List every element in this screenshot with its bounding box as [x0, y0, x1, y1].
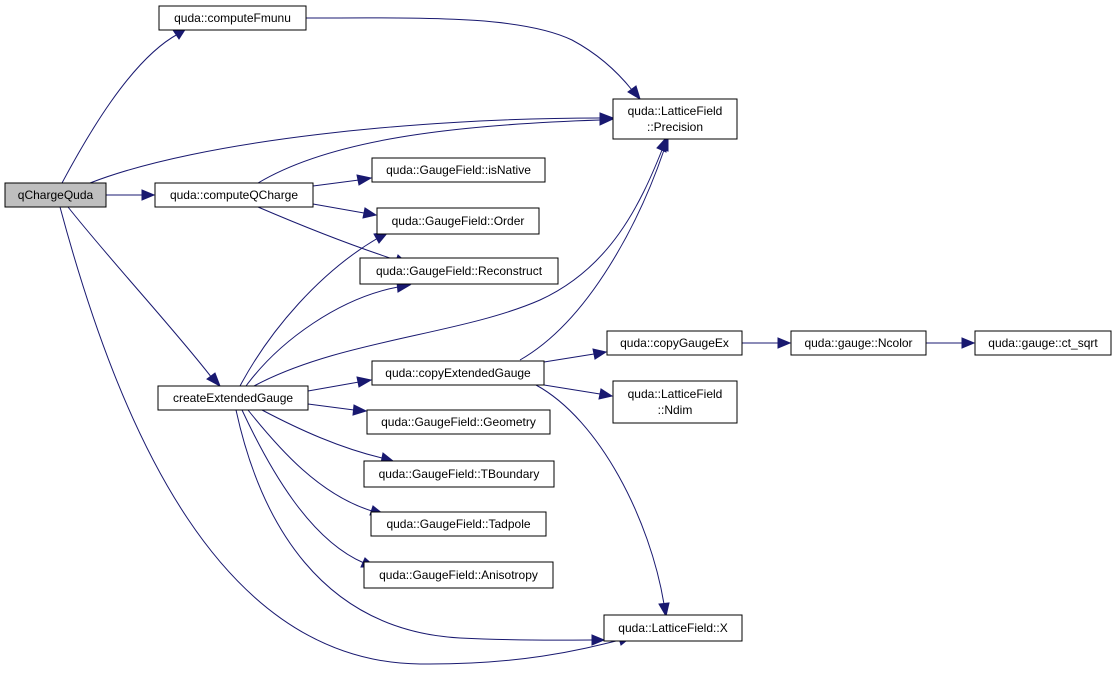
- node-latticefield-x[interactable]: quda::LatticeField::X: [603, 614, 743, 642]
- node-computefmunu[interactable]: quda::computeFmunu: [158, 5, 307, 31]
- node-copygaugeex-label: quda::copyGaugeEx: [620, 336, 729, 350]
- node-gaugefield-tadpole-label: quda::GaugeField::Tadpole: [386, 517, 530, 531]
- node-gaugefield-geometry[interactable]: quda::GaugeField::Geometry: [366, 409, 551, 435]
- node-latticefield-precision-label-1: quda::LatticeField: [628, 104, 723, 118]
- node-gauge-ctsqrt[interactable]: quda::gauge::ct_sqrt: [974, 330, 1112, 356]
- node-gaugefield-anisotropy[interactable]: quda::GaugeField::Anisotropy: [363, 561, 554, 589]
- edge-createextendedgauge-latticex: [235, 409, 606, 646]
- node-gauge-ncolor-label: quda::gauge::Ncolor: [804, 336, 912, 350]
- node-latticefield-precision[interactable]: quda::LatticeField ::Precision: [612, 98, 738, 140]
- node-gaugefield-geometry-label: quda::GaugeField::Geometry: [381, 415, 536, 429]
- nodes: qChargeQuda quda::computeFmunu quda::com…: [4, 5, 1112, 642]
- node-qchargequda-label: qChargeQuda: [18, 188, 94, 202]
- node-computefmunu-label: quda::computeFmunu: [174, 11, 291, 25]
- node-copyextendedgauge-label: quda::copyExtendedGauge: [385, 366, 531, 380]
- node-createextendedgauge[interactable]: createExtendedGauge: [157, 385, 309, 411]
- edge-qchargequda-computeqcharge: [106, 189, 156, 201]
- node-gaugefield-tboundary-label: quda::GaugeField::TBoundary: [379, 467, 540, 481]
- node-gaugefield-anisotropy-label: quda::GaugeField::Anisotropy: [379, 568, 538, 582]
- node-copyextendedgauge[interactable]: quda::copyExtendedGauge: [371, 360, 545, 386]
- edge-copyextendedgauge-precision: [519, 136, 669, 361]
- edge-copyextendedgauge-copygaugeex: [543, 348, 608, 363]
- edge-copyextendedgauge-ndim: [543, 384, 614, 400]
- edge-createextendedgauge-copyextendedgauge: [307, 376, 373, 392]
- edge-computefmunu-precision: [305, 17, 641, 101]
- node-latticefield-ndim[interactable]: quda::LatticeField ::Ndim: [612, 380, 738, 424]
- edge-createextendedgauge-order: [239, 231, 390, 387]
- edge-createextendedgauge-geometry: [307, 403, 368, 416]
- node-gaugefield-order[interactable]: quda::GaugeField::Order: [376, 207, 540, 235]
- edge-computeqcharge-isnative: [312, 174, 373, 187]
- node-latticefield-x-label: quda::LatticeField::X: [618, 621, 727, 635]
- edge-createextendedgauge-tadpole: [247, 409, 385, 516]
- node-gaugefield-tadpole[interactable]: quda::GaugeField::Tadpole: [370, 511, 547, 537]
- node-gauge-ncolor[interactable]: quda::gauge::Ncolor: [790, 330, 927, 356]
- edge-copygaugeex-ncolor: [742, 337, 792, 349]
- node-latticefield-precision-label-2: ::Precision: [647, 120, 703, 134]
- node-gaugefield-reconstruct[interactable]: quda::GaugeField::Reconstruct: [359, 257, 559, 285]
- edge-ncolor-ctsqrt: [926, 337, 976, 349]
- node-gaugefield-isnative-label: quda::GaugeField::isNative: [386, 163, 531, 177]
- edge-computeqcharge-order: [312, 203, 378, 219]
- node-copygaugeex[interactable]: quda::copyGaugeEx: [606, 330, 743, 356]
- node-qchargequda[interactable]: qChargeQuda: [4, 182, 107, 208]
- node-gaugefield-tboundary[interactable]: quda::GaugeField::TBoundary: [363, 460, 555, 488]
- node-gauge-ctsqrt-label: quda::gauge::ct_sqrt: [988, 336, 1098, 350]
- node-createextendedgauge-label: createExtendedGauge: [173, 391, 293, 405]
- node-gaugefield-order-label: quda::GaugeField::Order: [392, 214, 525, 228]
- edge-createextendedgauge-anisotropy: [241, 409, 377, 568]
- edge-copyextendedgauge-latticex: [535, 384, 670, 618]
- node-computeqcharge-label: quda::computeQCharge: [170, 188, 298, 202]
- edge-qchargequda-createextendedgauge: [67, 206, 221, 388]
- node-gaugefield-isnative[interactable]: quda::GaugeField::isNative: [371, 157, 546, 183]
- node-gaugefield-reconstruct-label: quda::GaugeField::Reconstruct: [376, 264, 543, 278]
- node-latticefield-ndim-label-2: ::Ndim: [658, 403, 693, 417]
- edge-computeqcharge-precision: [257, 114, 615, 184]
- node-computeqcharge[interactable]: quda::computeQCharge: [154, 182, 314, 208]
- node-latticefield-ndim-label-1: quda::LatticeField: [628, 387, 723, 401]
